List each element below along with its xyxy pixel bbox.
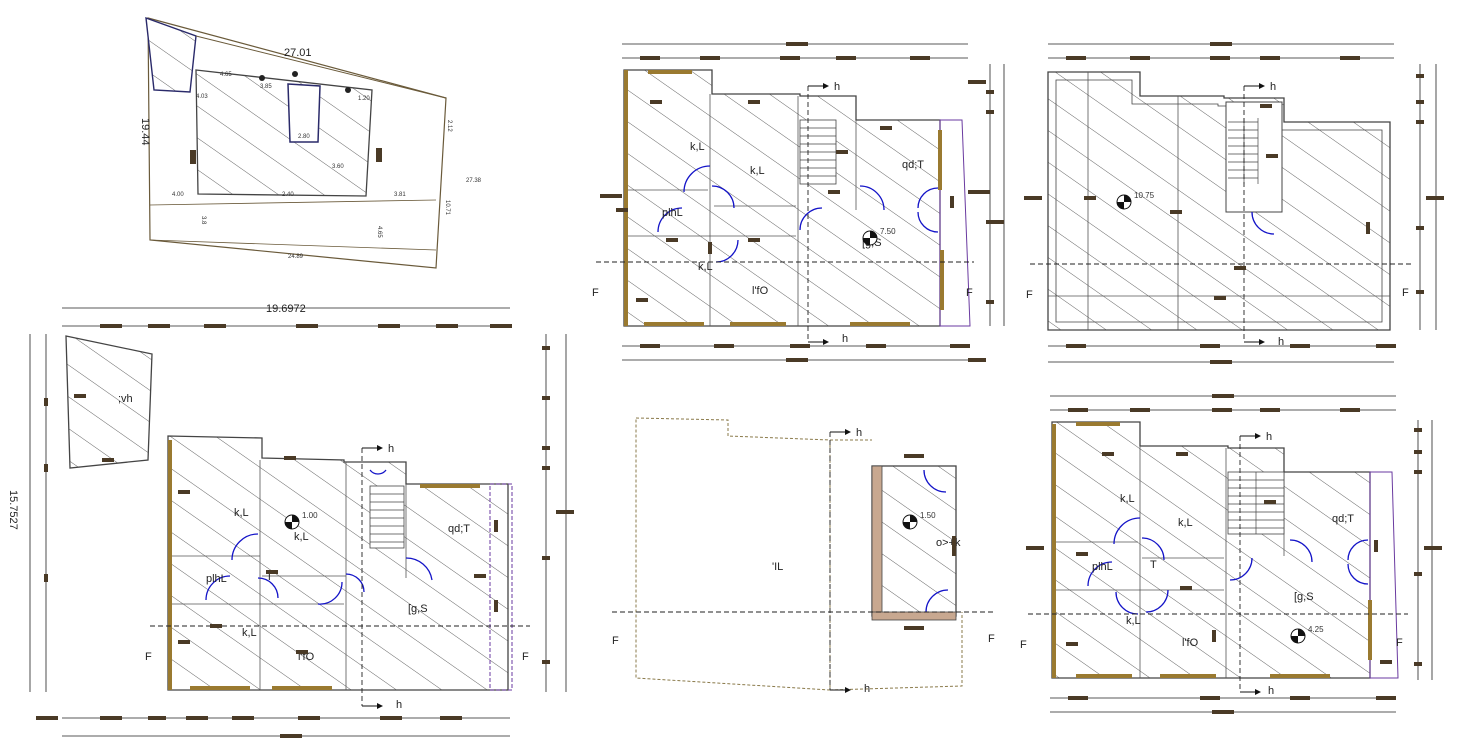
room-label-3: plhL [206, 573, 227, 585]
section-f-right-label: F [966, 287, 973, 299]
site-dim-f: 1.20 [358, 96, 370, 102]
section-h-bottom-label: h [1268, 685, 1274, 697]
section-f-left-label: F [1020, 639, 1027, 651]
ground-floor-plan: 19.6972 15.7527 [7, 303, 574, 738]
overall-width-dim: 19.6972 [266, 303, 306, 315]
terrace-plan: h h F F 10.75 [1024, 42, 1444, 364]
section-h-top-label: h [1266, 431, 1272, 443]
site-dim-left: 19.44 [139, 118, 151, 146]
section-f-right-label: F [1396, 637, 1403, 649]
site-dim-m: 3.8 [200, 216, 206, 225]
site-dim-l: 2.12 [446, 120, 452, 132]
room-label-7: l'fO [1182, 637, 1199, 649]
level-value: 1.00 [302, 511, 318, 520]
room-label-4: qd;T [448, 523, 470, 535]
room-label-3: plhL [1092, 561, 1113, 573]
section-h-bottom-label: h [842, 333, 848, 345]
room-label-open: 'IL [772, 561, 783, 573]
site-dim-e: 3.60 [332, 164, 344, 170]
site-dim-k: 10.71 [444, 200, 450, 216]
site-dim-top: 27.01 [284, 47, 312, 59]
room-label-4: qd;T [902, 159, 924, 171]
room-label-7: l'fO [752, 285, 769, 297]
site-dim-h: 4.03 [196, 94, 208, 100]
site-dim-j: 4.65 [376, 226, 382, 238]
section-h-top-label: h [834, 81, 840, 93]
section-h-top-label: h [388, 443, 394, 455]
level-value: 7.50 [880, 227, 896, 236]
level-value: 10.75 [1134, 191, 1155, 200]
site-dim-g: 2.80 [298, 134, 310, 140]
section-f-right-label: F [988, 633, 995, 645]
room-label-6: k,L [698, 261, 713, 273]
section-h-bottom-label: h [1278, 336, 1284, 348]
section-h-bottom-label: h [864, 683, 870, 695]
room-label-stair: o>+k [936, 537, 961, 549]
room-label-1: k,L [234, 507, 249, 519]
site-dim-c: 3.85 [260, 84, 272, 90]
level-value: 1.50 [920, 511, 936, 520]
level-value: 4.25 [1308, 625, 1324, 634]
typical-floor-plan: h h F F k,L k,L plhL qd;T [g,S k,L l'fO … [1020, 394, 1442, 714]
first-floor-plan: h h F F k,L k,L plhL qd;T [g,S k,L l'fO … [592, 42, 1005, 362]
site-dim-b: 4.65 [220, 72, 232, 78]
section-f-left-label: F [592, 287, 599, 299]
room-label-stair: ;vh [118, 393, 133, 405]
site-dim-i: 3.81 [394, 192, 406, 198]
site-plan: 27.01 19.44 24.89 27.38 4.00 4.65 3.85 2… [139, 16, 482, 269]
overall-height-dim: 15.7527 [7, 490, 19, 530]
room-label-1: k,L [1120, 493, 1135, 505]
room-label-8: T [266, 571, 273, 583]
stair-room-plan: h h F F 'IL o>+k 1.50 [612, 417, 996, 695]
room-label-8: T [1150, 559, 1157, 571]
section-h-top-label: h [1270, 81, 1276, 93]
site-dim-right: 27.38 [466, 178, 482, 184]
room-label-2: k,L [1178, 517, 1193, 529]
room-label-6: k,L [242, 627, 257, 639]
room-label-6: k,L [1126, 615, 1141, 627]
section-f-right-label: F [1402, 287, 1409, 299]
section-h-bottom-label: h [396, 699, 402, 711]
room-label-1: k,L [690, 141, 705, 153]
room-label-5: [g,S [408, 603, 428, 615]
site-dim-bottom: 24.89 [288, 254, 304, 260]
room-label-5: [g,S [1294, 591, 1314, 603]
site-dim-d: 2.40 [282, 192, 294, 198]
room-label-2: k,L [294, 531, 309, 543]
section-f-left-label: F [1026, 289, 1033, 301]
section-f-right-label: F [522, 651, 529, 663]
section-f-left-label: F [145, 651, 152, 663]
site-dim-a: 4.00 [172, 192, 184, 198]
room-label-4: qd;T [1332, 513, 1354, 525]
room-label-2: k,L [750, 165, 765, 177]
section-h-top-label: h [856, 427, 862, 439]
section-f-left-label: F [612, 635, 619, 647]
room-label-3: plhL [662, 207, 683, 219]
